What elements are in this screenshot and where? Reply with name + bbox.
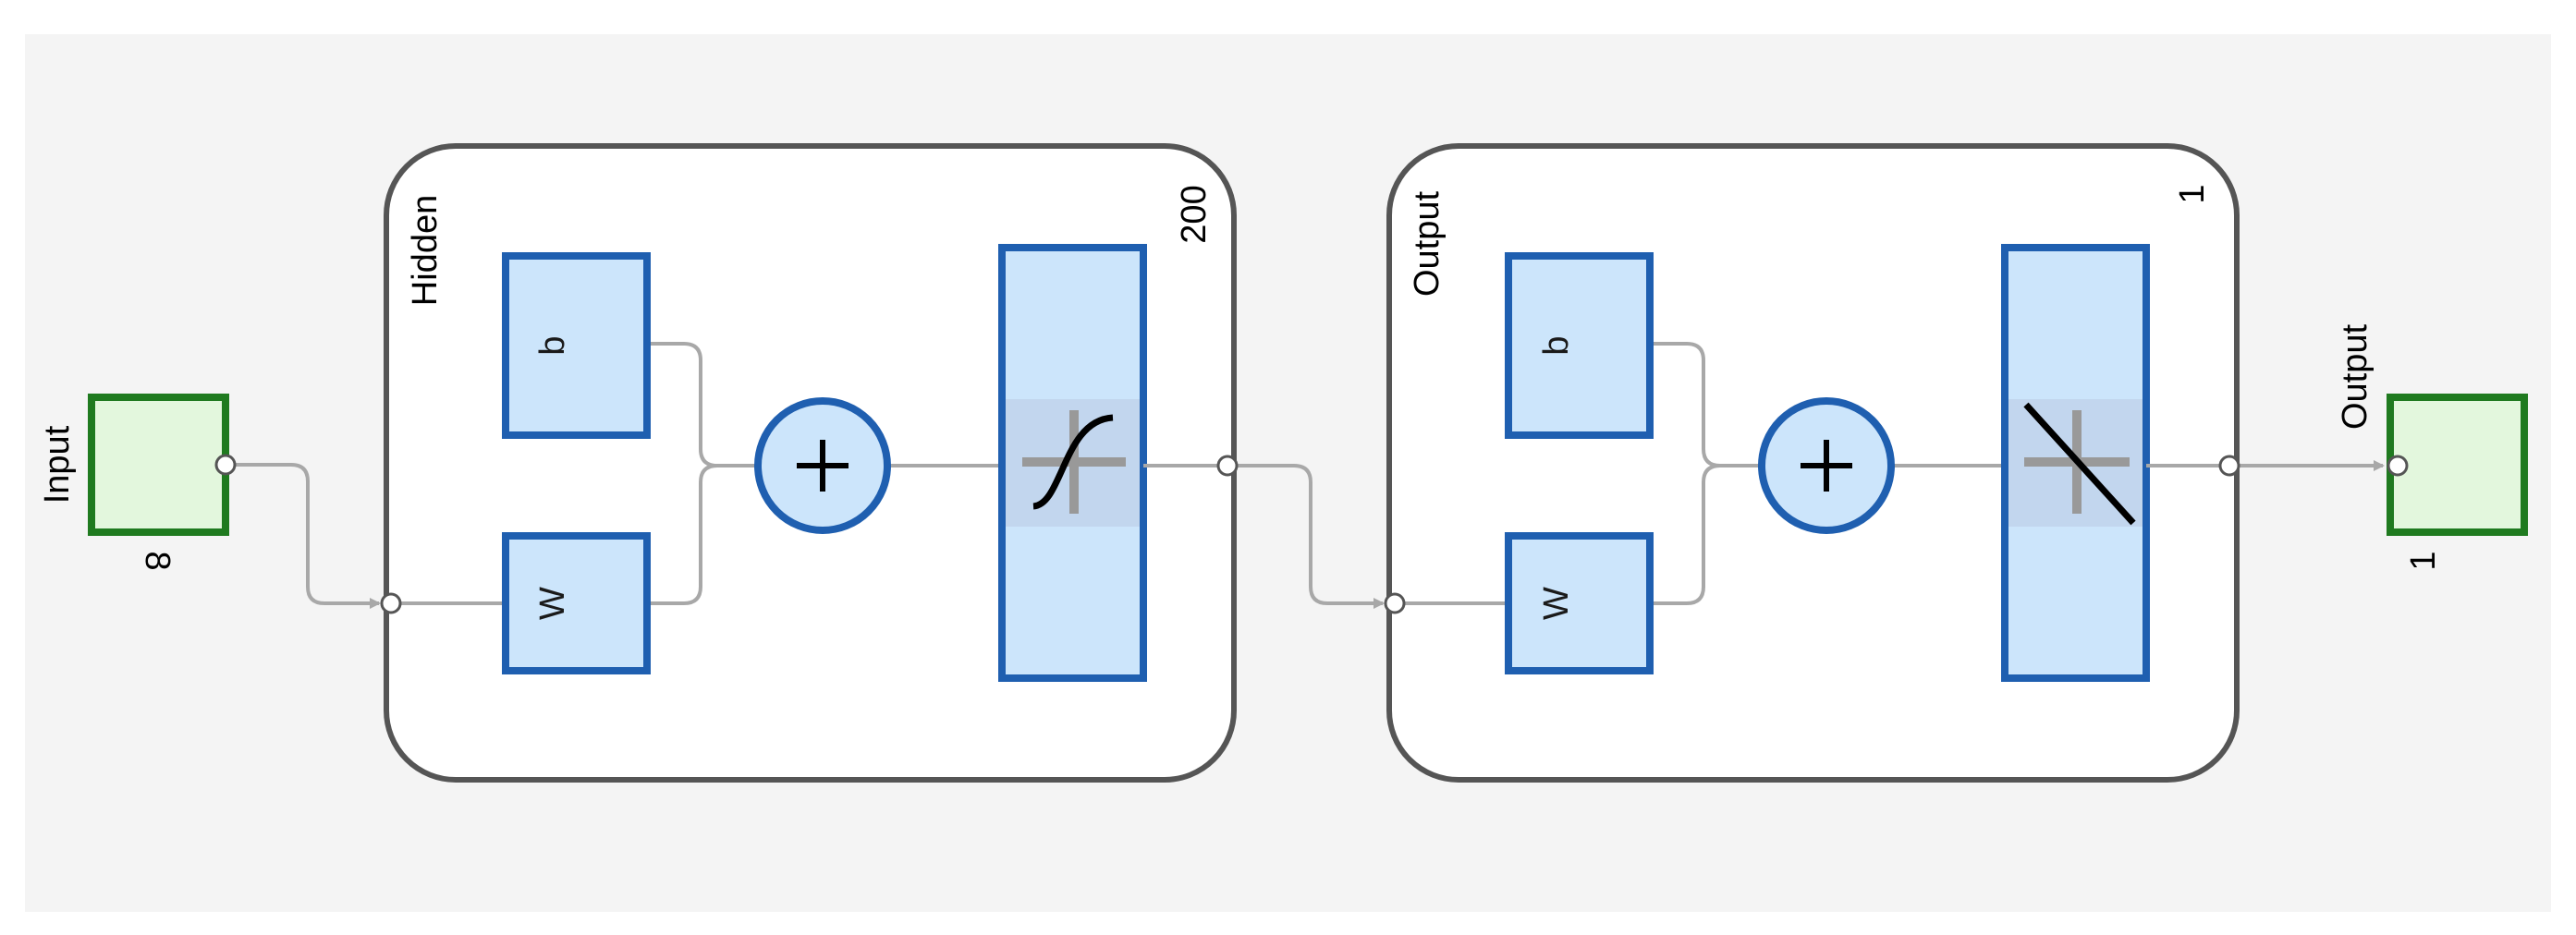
wire-output-w-to-sum [1650,464,1721,605]
output-block-port [2387,455,2409,477]
hidden-output-port [1216,455,1239,477]
hidden-layer-label: Hidden [406,195,445,306]
output-layer-input-port [1384,592,1406,614]
output-size: 1 [2404,551,2443,570]
hidden-input-port [380,592,402,614]
hidden-transfer-box[interactable] [998,244,1147,682]
output-box[interactable] [2387,394,2528,536]
wire-input-to-hidden [226,463,381,609]
wire-hidden-w-to-sum [647,464,718,605]
hidden-layer-size: 200 [1175,185,1214,243]
input-port [214,454,237,476]
output-layer-size: 1 [2173,184,2212,203]
output-transfer-box[interactable] [2001,244,2150,682]
plus-icon [1801,440,1852,492]
input-size: 8 [138,551,177,570]
output-sum-node[interactable] [1758,397,1895,534]
hidden-weight-label: W [533,587,572,620]
output-layer-output-port [2218,455,2240,477]
plus-icon [797,440,848,492]
wire-hidden-to-output-layer [1143,464,1385,609]
output-label: Output [2336,324,2375,431]
purelin-icon [2023,402,2136,526]
input-box[interactable] [88,394,229,536]
hidden-bias-box[interactable] [502,252,651,439]
output-bias-label: b [1537,335,1576,355]
output-weight-label: W [1537,587,1576,620]
hidden-weight-box[interactable] [502,532,651,674]
input-label: Input [38,425,77,504]
hidden-layer[interactable]: Hidden 200 b W [384,143,1237,783]
input-block[interactable]: Input 8 [38,394,229,571]
output-layer[interactable]: Output 1 b W [1386,143,2240,783]
output-weight-box[interactable] [1505,532,1654,674]
output-bias-box[interactable] [1505,252,1654,439]
tansig-icon [1022,410,1126,514]
output-layer-label: Output [1408,191,1447,298]
hidden-sum-node[interactable] [754,397,891,534]
hidden-bias-label: b [533,335,572,355]
output-block[interactable]: Output 1 [2336,324,2528,571]
